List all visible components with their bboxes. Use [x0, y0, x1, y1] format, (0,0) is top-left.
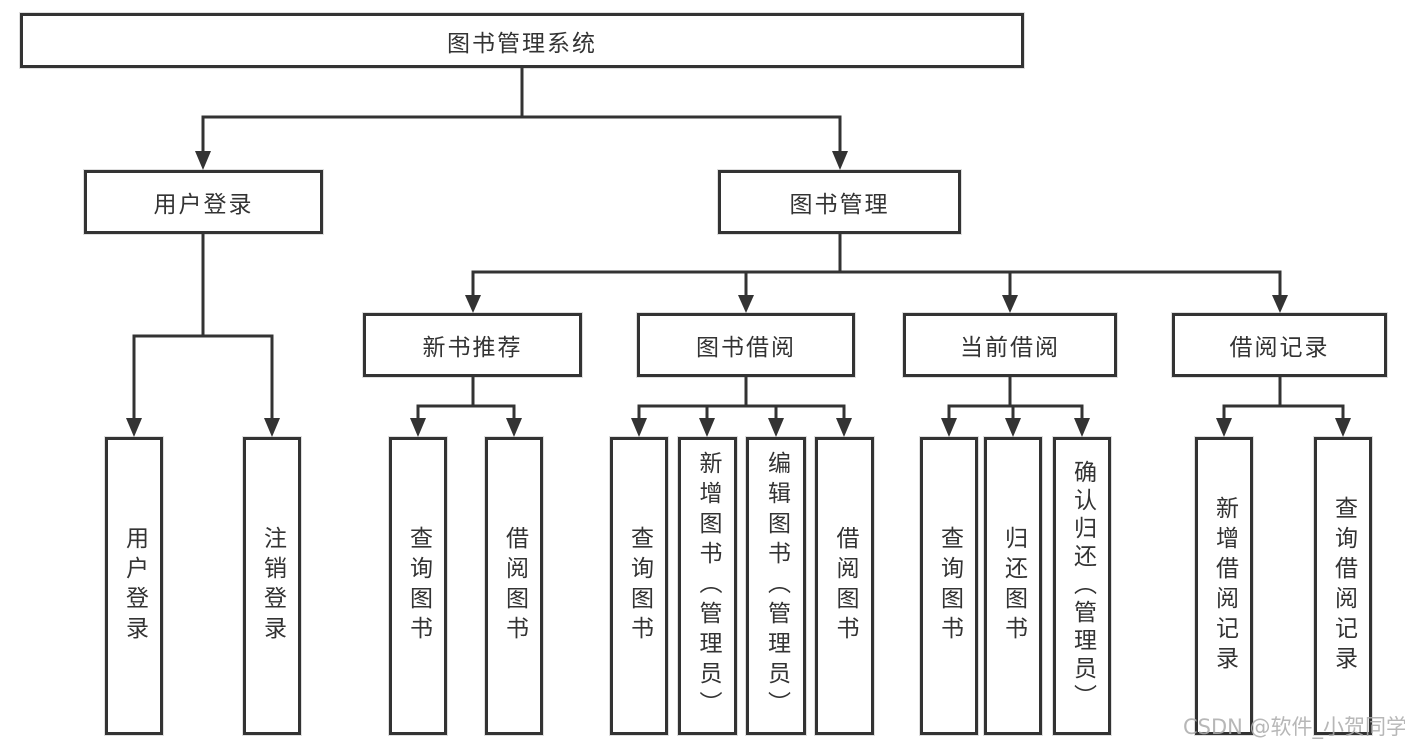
node-new-book-recommend: 新书推荐 — [363, 313, 582, 377]
leaf-add-books-admin: 新增图书（管理员） — [678, 437, 737, 735]
leaf-query-books-borrow: 查询图书 — [610, 437, 668, 735]
leaf-logout: 注销登录 — [243, 437, 301, 735]
leaf-confirm-return-admin: 确认归还（管理员） — [1053, 437, 1111, 735]
node-current-borrow: 当前借阅 — [903, 313, 1117, 377]
node-book-borrow: 图书借阅 — [637, 313, 855, 377]
leaf-query-books-recommend: 查询图书 — [389, 437, 447, 735]
leaf-query-borrow-record: 查询借阅记录 — [1314, 437, 1372, 735]
node-book-management: 图书管理 — [718, 170, 961, 234]
csdn-watermark: CSDN @软件_小贺同学 — [1183, 715, 1405, 739]
leaf-borrow-books-recommend-label: 借阅图书 — [501, 526, 528, 646]
leaf-add-books-admin-label: 新增图书（管理员） — [695, 451, 721, 721]
leaf-borrow-books-label: 借阅图书 — [832, 526, 858, 646]
node-new-book-recommend-label: 新书推荐 — [422, 335, 523, 361]
leaf-confirm-return-admin-label: 确认归还（管理员） — [1069, 460, 1096, 712]
node-user-login: 用户登录 — [84, 170, 323, 234]
node-borrow-records-label: 借阅记录 — [1229, 335, 1330, 361]
leaf-add-borrow-record-label: 新增借阅记录 — [1211, 496, 1238, 676]
leaf-edit-books-admin-label: 编辑图书（管理员） — [763, 451, 790, 721]
leaf-query-books-current: 查询图书 — [920, 437, 978, 735]
leaf-return-books: 归还图书 — [984, 437, 1042, 735]
leaf-return-books-label: 归还图书 — [1000, 526, 1027, 646]
leaf-user-login-label: 用户登录 — [121, 526, 148, 646]
node-book-management-label: 图书管理 — [789, 192, 890, 218]
arrowhead-icons — [126, 151, 1351, 437]
node-user-login-label: 用户登录 — [153, 192, 254, 218]
node-current-borrow-label: 当前借阅 — [960, 335, 1060, 361]
leaf-query-borrow-record-label: 查询借阅记录 — [1330, 496, 1357, 676]
leaf-user-login: 用户登录 — [105, 437, 163, 735]
node-borrow-records: 借阅记录 — [1172, 313, 1387, 377]
leaf-query-books-borrow-label: 查询图书 — [626, 526, 653, 646]
node-book-borrow-label: 图书借阅 — [696, 335, 796, 361]
leaf-borrow-books: 借阅图书 — [815, 437, 874, 735]
leaf-query-books-recommend-label: 查询图书 — [405, 526, 432, 646]
node-root-label: 图书管理系统 — [447, 30, 597, 57]
leaf-borrow-books-recommend: 借阅图书 — [485, 437, 543, 735]
leaf-add-borrow-record: 新增借阅记录 — [1195, 437, 1253, 735]
leaf-query-books-current-label: 查询图书 — [936, 526, 963, 646]
leaf-logout-label: 注销登录 — [259, 526, 286, 646]
node-root: 图书管理系统 — [20, 13, 1024, 68]
leaf-edit-books-admin: 编辑图书（管理员） — [746, 437, 806, 735]
